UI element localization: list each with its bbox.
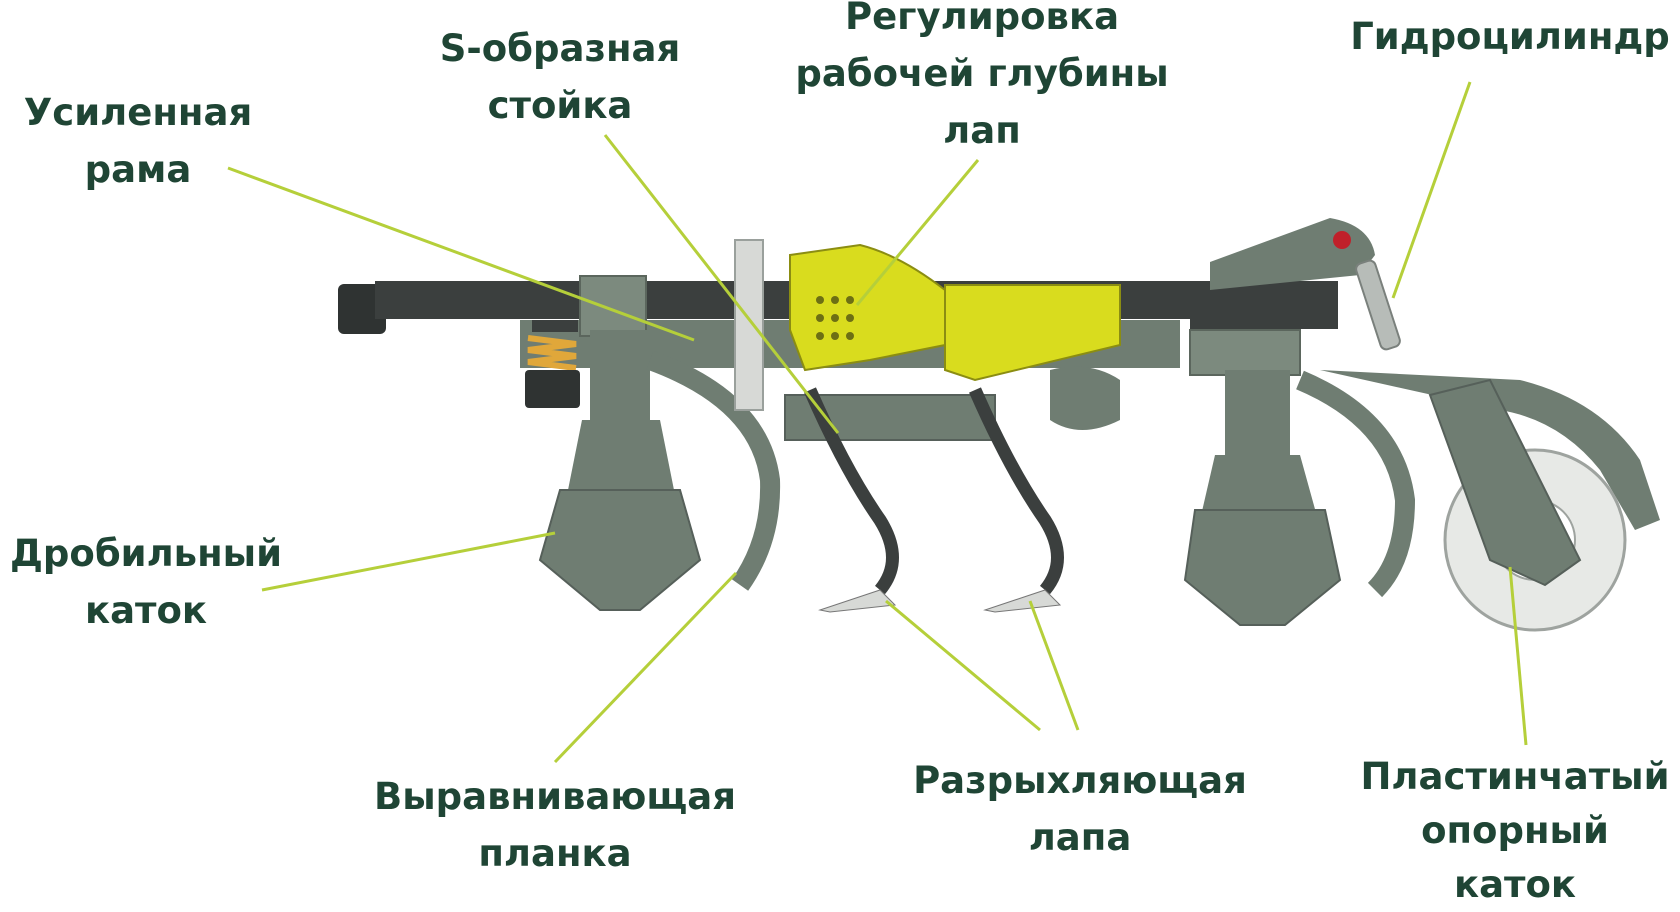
label-plate-roller-line1: Пластинчатый: [1360, 755, 1670, 798]
label-plate-roller-line2: опорный: [1421, 809, 1609, 852]
label-hydraulic-cylinder: Гидроцилиндр: [1340, 8, 1680, 65]
label-depth-adjust-line2: рабочей глубины: [795, 52, 1169, 95]
label-loosening-tine-line1: Разрыхляющая: [913, 759, 1247, 802]
spring-assembly: [525, 320, 580, 408]
label-s-shank-line1: S-образная: [439, 27, 681, 70]
label-hydraulic-cylinder-line1: Гидроцилиндр: [1350, 15, 1670, 58]
right-standard: [1183, 329, 1416, 626]
label-depth-adjust-line3: лап: [943, 109, 1021, 152]
label-depth-adjust: Регулировка рабочей глубины лап: [782, 0, 1182, 159]
plate-roller: [1320, 370, 1660, 632]
label-depth-adjust-line1: Регулировка: [844, 0, 1120, 38]
label-crushing-roller: Дробильный каток: [0, 525, 292, 639]
left-leveling-tine: [646, 350, 781, 591]
label-loosening-tine: Разрыхляющая лапа: [890, 752, 1270, 866]
label-plate-roller: Пластинчатый опорный каток: [1350, 750, 1680, 912]
depth-bracket: [734, 239, 1121, 411]
label-loosening-tine-line2: лапа: [1028, 816, 1132, 859]
label-leveling-bar-line1: Выравнивающая: [374, 775, 736, 818]
label-reinforced-frame-line1: Усиленная: [23, 91, 253, 134]
label-plate-roller-line3: каток: [1453, 863, 1577, 906]
label-s-shank: S-образная стойка: [420, 20, 700, 134]
label-reinforced-frame: Усиленная рама: [0, 84, 276, 198]
leader-lines: [227, 81, 1528, 764]
label-s-shank-line2: стойка: [487, 84, 633, 127]
s-shanks: [804, 387, 1064, 613]
label-leveling-bar: Выравнивающая планка: [355, 768, 755, 882]
label-crushing-roller-line2: каток: [84, 589, 208, 632]
cylinder-assembly: [1210, 218, 1401, 351]
label-crushing-roller-line1: Дробильный: [9, 532, 283, 575]
left-standard: [538, 275, 702, 611]
label-leveling-bar-line2: планка: [478, 832, 632, 875]
label-reinforced-frame-line2: рама: [84, 148, 192, 191]
